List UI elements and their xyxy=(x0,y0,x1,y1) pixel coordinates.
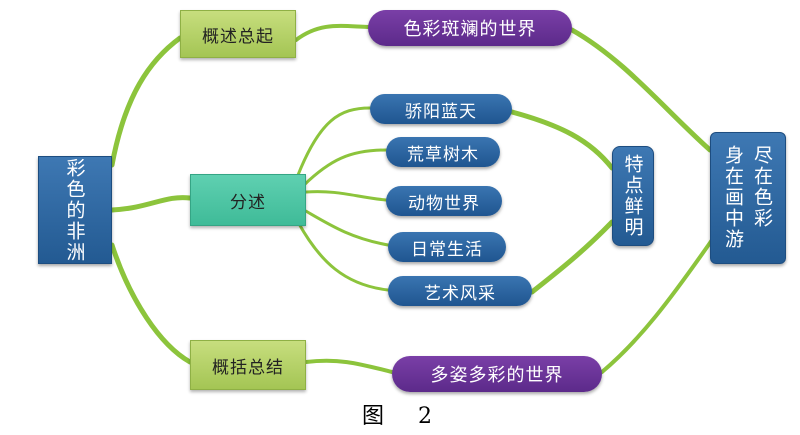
branch-summary: 概括总结 xyxy=(190,340,306,390)
feature-node: 特点鲜明 xyxy=(612,146,654,246)
connector-topic5-feature xyxy=(529,219,615,295)
conclusion-node: 尽在色彩 身在画中游 xyxy=(710,132,786,264)
topic-2: 荒草树木 xyxy=(386,137,500,167)
root-label: 彩色的非洲 xyxy=(63,157,86,263)
topic-4-label: 日常生活 xyxy=(411,239,483,260)
connector-root-intro xyxy=(109,35,183,168)
topic-5: 艺术风采 xyxy=(388,276,532,306)
topic-4: 日常生活 xyxy=(388,232,506,262)
connector-detail-topic3 xyxy=(304,190,388,202)
connector-root-detail xyxy=(109,195,193,213)
branch-detail: 分述 xyxy=(190,174,306,226)
connector-opening-conclusion xyxy=(569,27,713,153)
topic-3-label: 动物世界 xyxy=(408,193,480,214)
theme-opening-label: 色彩斑斓的世界 xyxy=(403,19,537,40)
conclusion-col2: 身在画中游 xyxy=(722,145,744,250)
theme-closing: 多姿多彩的世界 xyxy=(392,356,602,392)
root-node: 彩色的非洲 xyxy=(38,156,112,264)
connector-closing-conclusion xyxy=(600,238,714,374)
connector-intro-opening xyxy=(294,23,370,42)
topic-3: 动物世界 xyxy=(386,186,502,216)
connector-root-summary xyxy=(109,242,193,365)
branch-summary-label: 概括总结 xyxy=(212,357,284,378)
theme-opening: 色彩斑斓的世界 xyxy=(368,10,572,46)
mindmap-connectors xyxy=(109,23,714,374)
connector-summary-closing xyxy=(304,358,394,374)
branch-intro-label: 概述总起 xyxy=(202,26,274,47)
feature-label: 特点鲜明 xyxy=(621,154,644,238)
connector-topic1-feature xyxy=(509,109,615,171)
branch-detail-label: 分述 xyxy=(230,192,266,213)
topic-1: 骄阳蓝天 xyxy=(370,94,512,124)
branch-intro: 概述总起 xyxy=(180,10,296,58)
connector-detail-topic1 xyxy=(296,106,372,177)
topic-2-label: 荒草树木 xyxy=(407,144,479,165)
topic-1-label: 骄阳蓝天 xyxy=(405,101,477,122)
connector-detail-topic2 xyxy=(302,148,388,187)
theme-closing-label: 多姿多彩的世界 xyxy=(430,365,564,386)
topic-5-label: 艺术风采 xyxy=(424,283,496,304)
figure-caption: 图 2 xyxy=(362,404,438,429)
connector-detail-topic4 xyxy=(302,208,390,247)
conclusion-col1: 尽在色彩 xyxy=(751,145,773,229)
connector-detail-topic5 xyxy=(296,220,390,292)
